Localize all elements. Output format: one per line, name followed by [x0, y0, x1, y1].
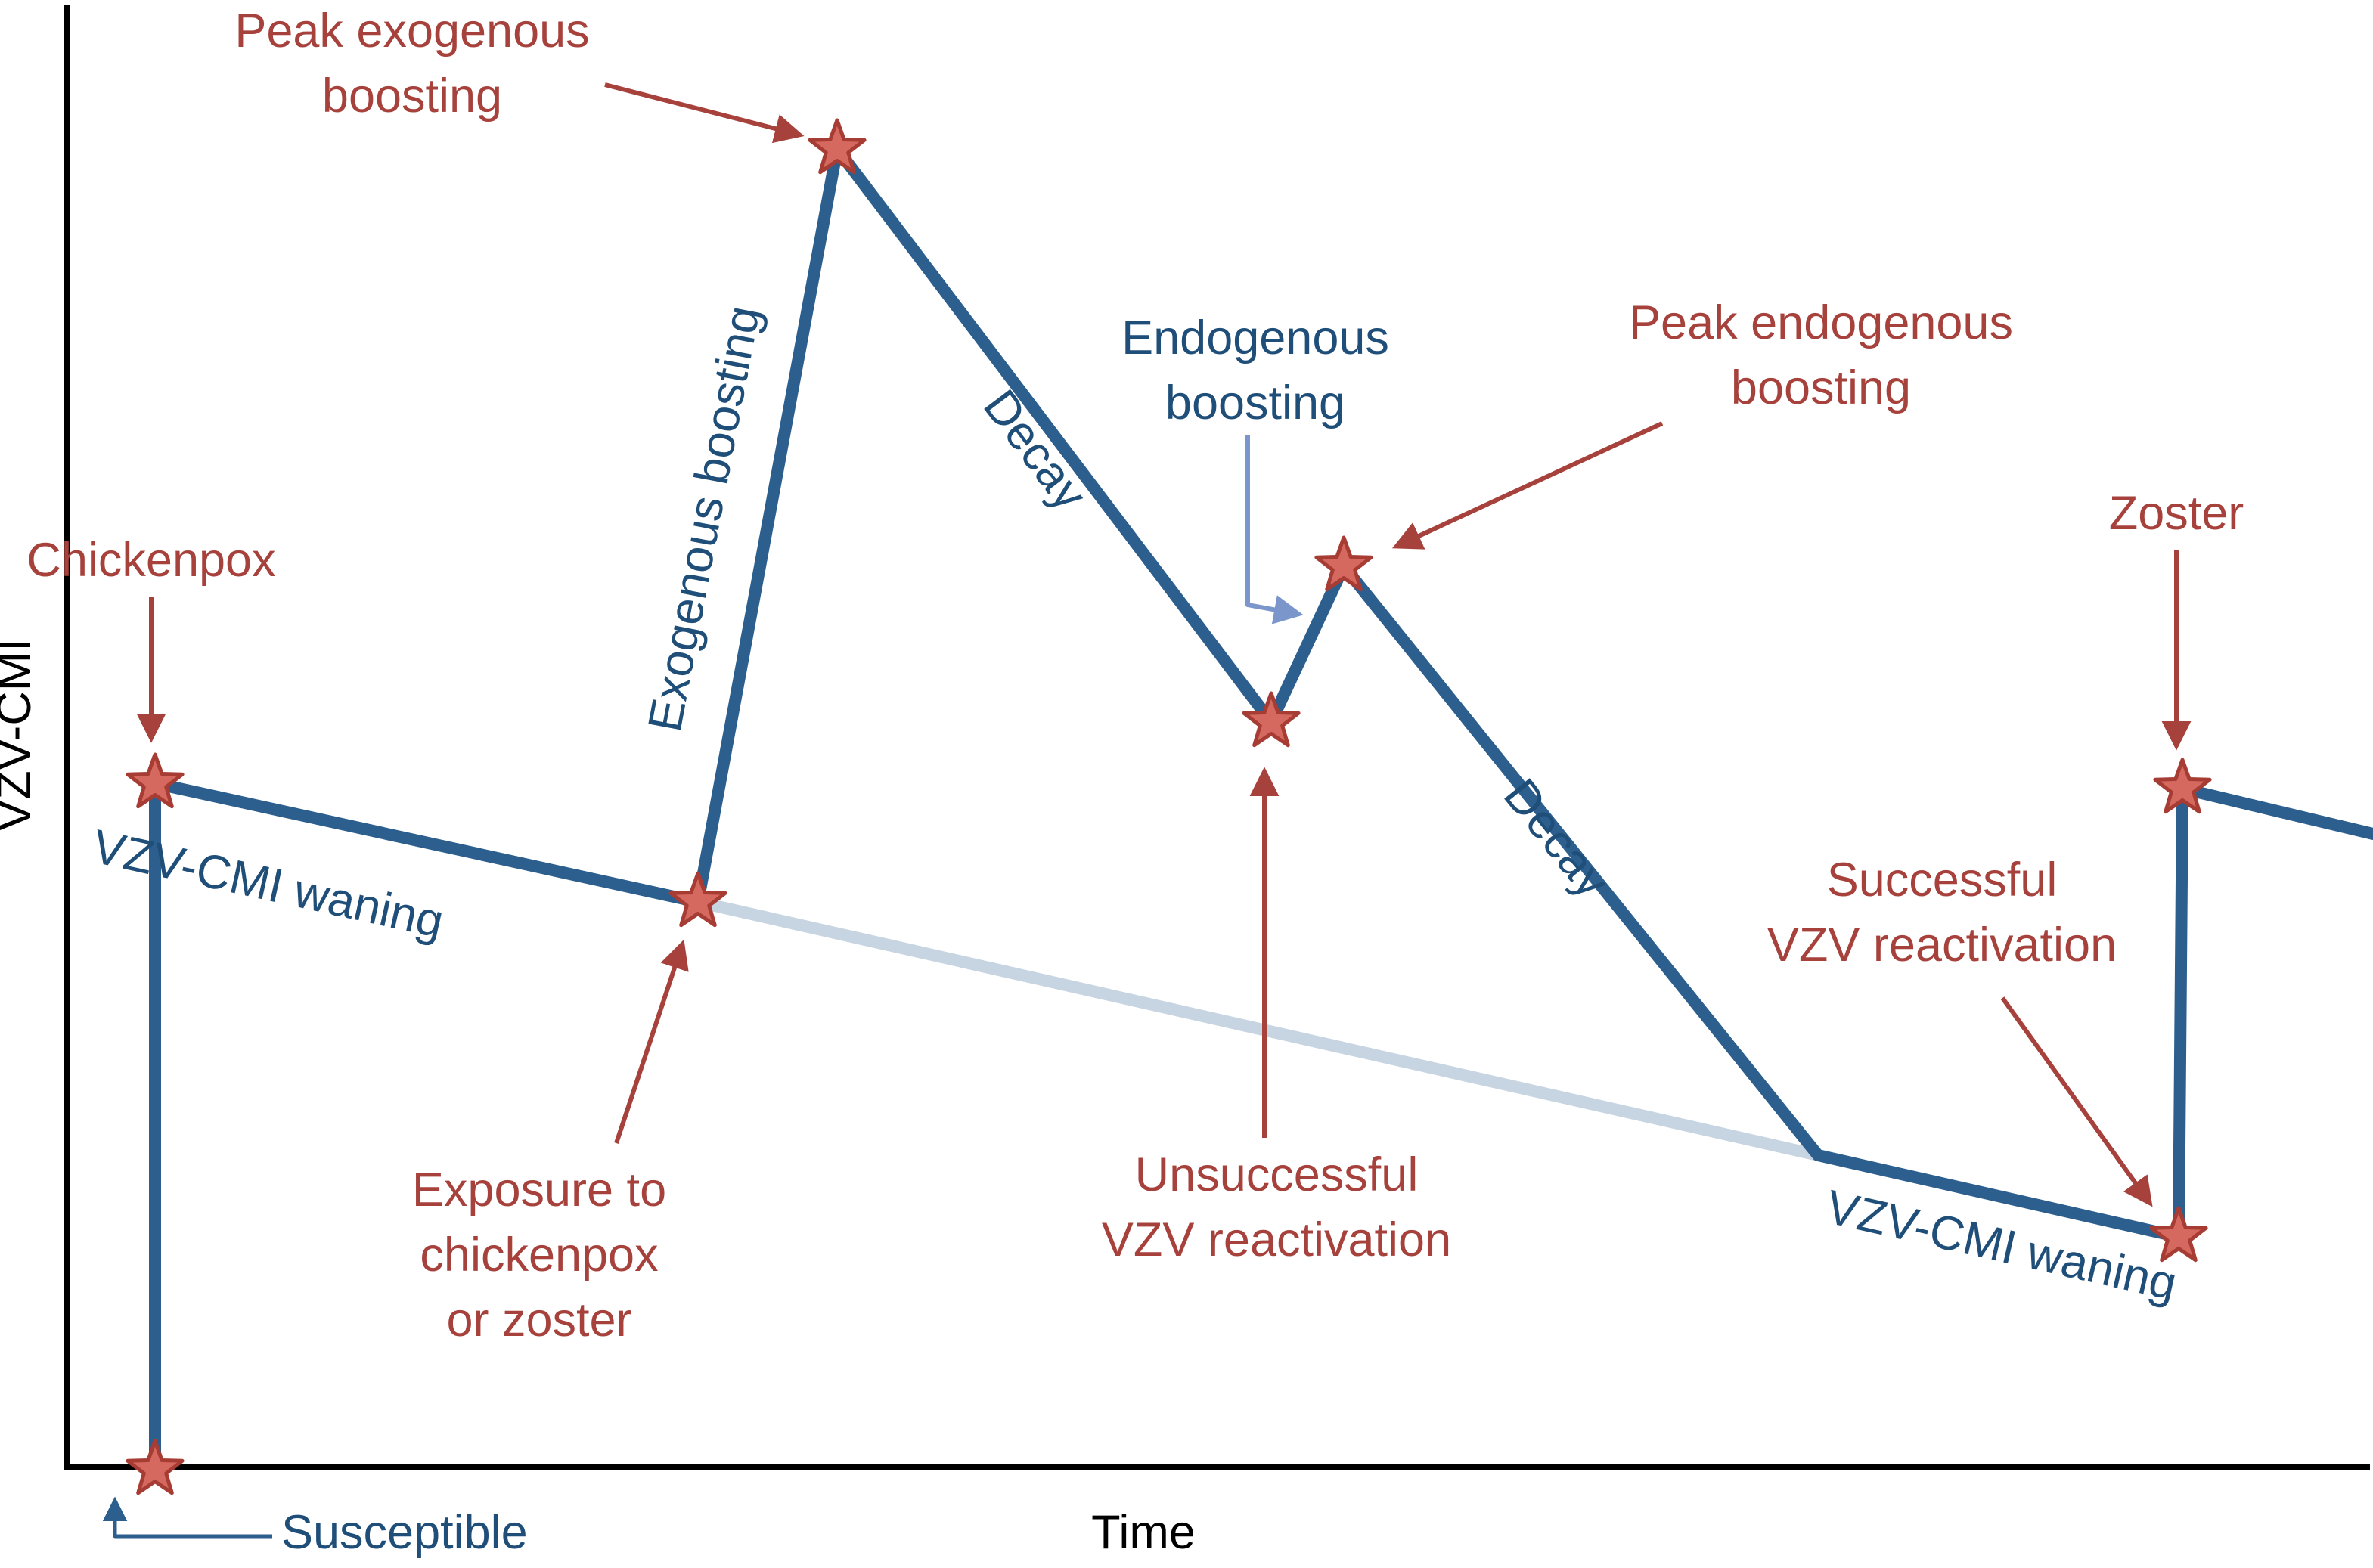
- susceptible-star: [126, 1439, 185, 1495]
- axes: [64, 5, 2370, 1470]
- endogenous-boosting-label: Endogenous boosting: [1121, 311, 1389, 429]
- peak-endogenous-boosting-star: [1314, 535, 1373, 592]
- successful-reactivation-star: [2149, 1206, 2208, 1263]
- y-axis-label: VZV-CMI: [0, 638, 41, 832]
- peak-exogenous-boosting-star: [808, 118, 867, 175]
- successful-reactivation-label-line-0: Successful: [1827, 854, 2058, 906]
- susceptible-label: Susceptible: [281, 1506, 528, 1559]
- exogenous-boosting-label: Exogenous boosting: [638, 302, 771, 736]
- exposure-label-line-2: or zoster: [446, 1294, 631, 1346]
- unsuccessful-reactivation-star: [1242, 691, 1301, 748]
- exposure-label-line-0: Exposure to: [412, 1164, 666, 1216]
- unsuccessful-reactivation-label-line-0: Unsuccessful: [1135, 1148, 1419, 1201]
- unsuccessful-reactivation-label-line-1: VZV reactivation: [1102, 1213, 1451, 1266]
- exogenous-boosting-label-line-0: Exogenous boosting: [638, 302, 771, 736]
- zoster-label-line-0: Zoster: [2109, 487, 2244, 540]
- endogenous-boosting-label-line-0: Endogenous: [1121, 311, 1389, 364]
- x-axis-label-line-0: Time: [1091, 1506, 1196, 1559]
- decay-label-2-line-0: Decay: [1494, 769, 1620, 907]
- peak-endogenous-boosting-label-line-0: Peak endogenous: [1629, 296, 2013, 349]
- peak-exogenous-arrow: [604, 82, 805, 144]
- successful-reactivation-arrow: [2000, 996, 2153, 1207]
- x-axis-label: Time: [1091, 1506, 1196, 1559]
- successful-reactivation-label-line-1: VZV reactivation: [1767, 919, 2117, 971]
- peak-endogenous-boosting-label-line-1: boosting: [1731, 361, 1911, 414]
- peak-exogenous-boosting-label: Peak exogenous boosting: [234, 5, 589, 122]
- chickenpox-label-line-0: Chickenpox: [26, 534, 275, 587]
- exposure-star: [668, 871, 727, 928]
- exposure-arrow: [614, 939, 689, 1144]
- peak-exogenous-boosting-label-line-0: Peak exogenous: [234, 5, 589, 57]
- chickenpox-star: [126, 752, 185, 809]
- counterfactual-waning-line: [692, 896, 1824, 1161]
- endogenous-boosting-label-line-1: boosting: [1165, 377, 1345, 429]
- endogenous-boosting-arrow: [1245, 435, 1304, 624]
- chickenpox-label: Chickenpox: [26, 534, 275, 587]
- susceptible-arrow: [102, 1496, 272, 1539]
- zoster-label: Zoster: [2109, 487, 2244, 540]
- zoster-star: [2153, 758, 2212, 814]
- peak-endogenous-arrow: [1391, 421, 1664, 550]
- decay-label-2: Decay: [1494, 769, 1620, 907]
- peak-exogenous-boosting-label-line-1: boosting: [322, 70, 502, 122]
- vzv-cmi-trajectory-line: [149, 143, 2373, 1476]
- peak-endogenous-boosting-label: Peak endogenous boosting: [1629, 296, 2013, 414]
- exposure-label-line-1: chickenpox: [420, 1229, 658, 1281]
- exposure-label: Exposure to chickenpox or zoster: [412, 1164, 666, 1346]
- y-axis-label-line-0: VZV-CMI: [0, 638, 41, 832]
- susceptible-label-line-0: Susceptible: [281, 1506, 528, 1559]
